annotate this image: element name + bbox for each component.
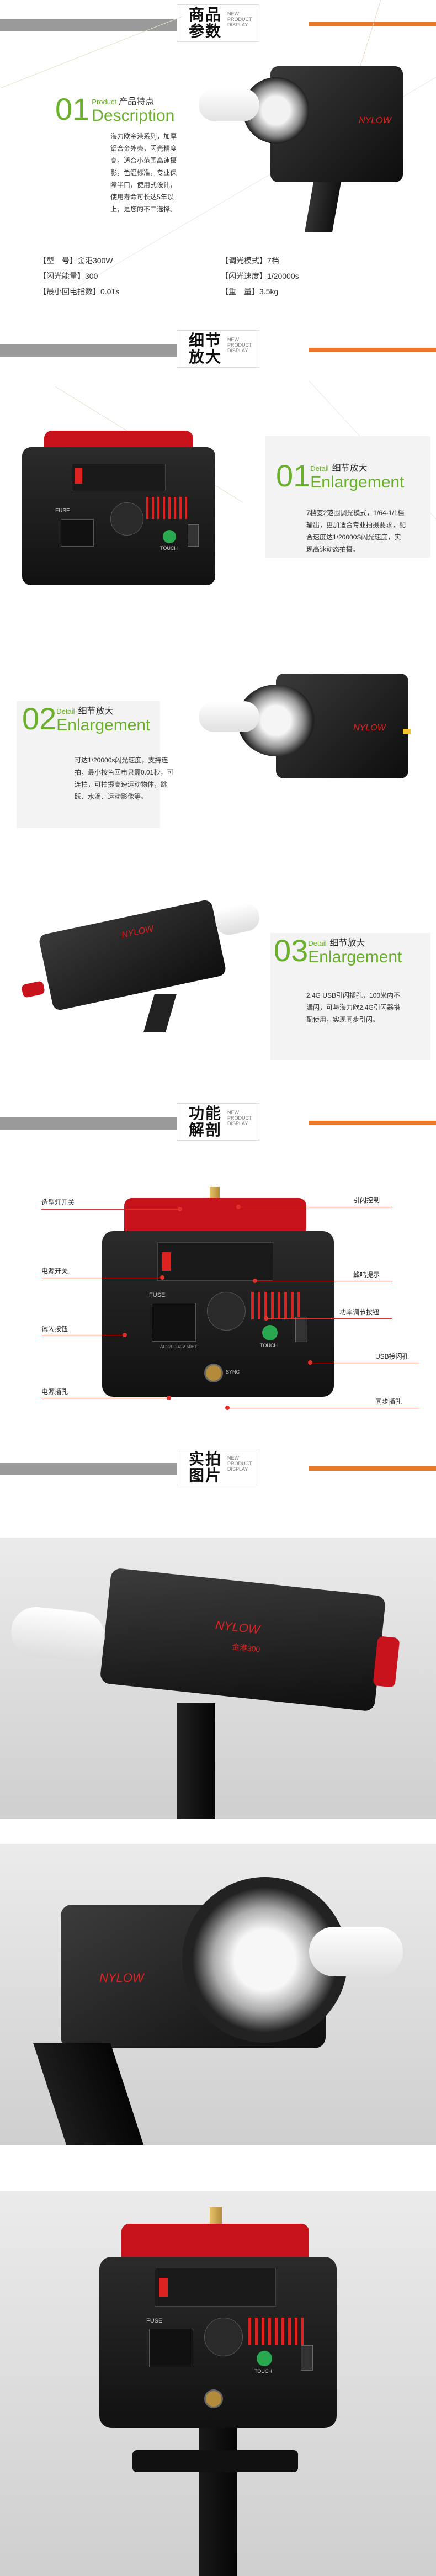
detail-image-front-head: NYLOW [193, 662, 425, 834]
detail-text-3: 2.4G USB引闪插孔，100米内不漏闪，可与海力欧2.4G引闪器搭配使用，实… [306, 992, 401, 1024]
section-title: 细节放大 [188, 332, 222, 365]
callout-modeling-lamp-switch: 造型灯开关 [41, 1199, 75, 1206]
function-diagram-panel: FUSE AC220-240V 50Hz TOUCH SYNC [102, 1187, 334, 1424]
detail-image-rear-panel: FUSE TOUCH [22, 431, 215, 585]
callout-power-adjust: 功率调节按钮 [339, 1308, 380, 1316]
callout-trigger-control: 引闪控制 [353, 1196, 380, 1204]
section-header-params: 商品参数 NEW PRODUCT DISPLAY [0, 4, 436, 42]
section-tag: NEW PRODUCT DISPLAY [227, 337, 252, 353]
section-header-function: 功能解剖 NEW PRODUCT DISPLAY [0, 1103, 436, 1141]
product-image-main: NYLOW [193, 55, 425, 237]
spec-table: 【型 号】金港300W 【调光模式】7档 【闪光能量】300 【闪光速度】1/2… [39, 256, 299, 296]
callout-power-socket: 电源插孔 [41, 1388, 68, 1396]
callout-power-switch: 电源开关 [41, 1267, 68, 1275]
section-title: 实拍图片 [188, 1450, 222, 1484]
section-title: 商品参数 [188, 6, 222, 40]
section-tag: NEW PRODUCT DISPLAY [227, 11, 252, 28]
photo-front-view: NYLOW [0, 1844, 436, 2145]
callout-sync-socket: 同步插孔 [375, 1398, 402, 1406]
callout-buzzer: 蜂鸣提示 [353, 1271, 380, 1279]
callout-usb-port: USB接闪孔 [375, 1353, 409, 1360]
detail-text-2: 可达1/20000s闪光速度，支持连拍，最小按色回电只需0.01秒，可连拍，可拍… [75, 756, 174, 801]
photo-side-view: NYLOW 金港300 [0, 1538, 436, 1819]
section-title: 功能解剖 [188, 1105, 222, 1138]
photo-rear-view: FUSE TOUCH [0, 2191, 436, 2576]
detail-image-side-usb: NYLOW [20, 894, 265, 1038]
section-header-detail: 细节放大 NEW PRODUCT DISPLAY [0, 330, 436, 368]
section-tag: NEW PRODUCT DISPLAY [227, 1455, 252, 1472]
feature-en-title: Description [92, 107, 175, 125]
callout-test-button: 试闪按钮 [41, 1325, 68, 1333]
feature-number: 01 [55, 92, 90, 126]
section-tag: NEW PRODUCT DISPLAY [227, 1110, 252, 1126]
detail-text-1: 7档变2范围调光模式，1/64-1/1档输出，更加适合专业拍摄要求，配合速度达1… [306, 509, 406, 553]
feature-text: 海力欧金港系列，加厚铝合金外壳，闪光精度高，适合小范围高速摄影，色温标准，专业保… [110, 132, 177, 213]
section-header-shoot: 实拍图片 NEW PRODUCT DISPLAY [0, 1449, 436, 1486]
